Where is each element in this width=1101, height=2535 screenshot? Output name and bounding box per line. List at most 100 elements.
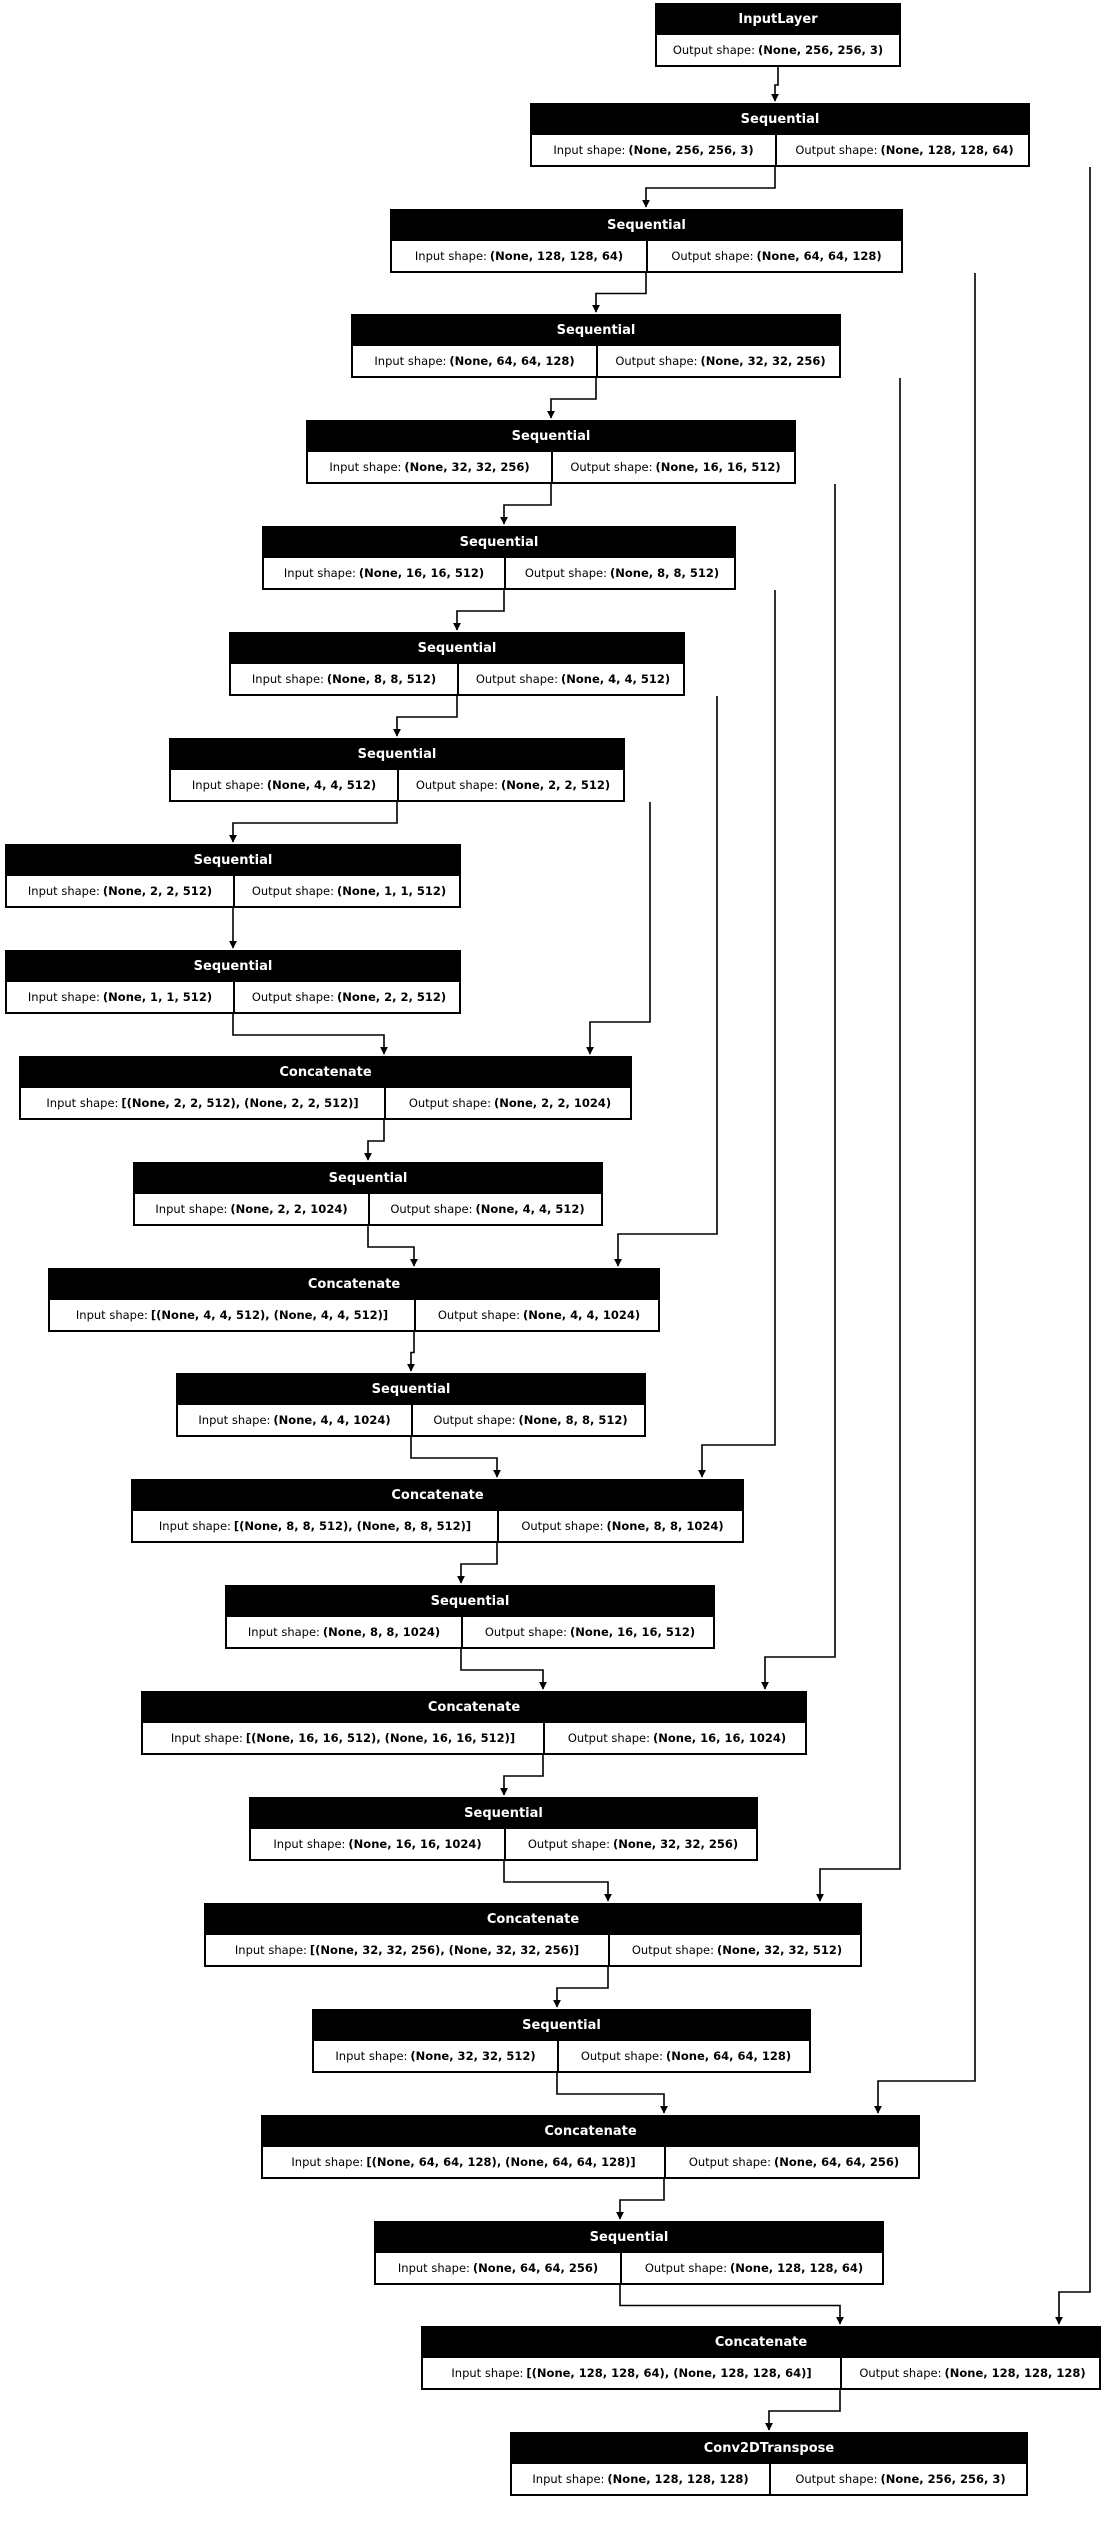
edge-path [229, 802, 398, 843]
input-shape-label: Input shape: [397, 2261, 470, 2275]
output-shape-cell: Output shape:(None, 32, 32, 512) [610, 1935, 864, 1965]
output-shape-label: Output shape: [859, 2366, 942, 2380]
layer-type-label: Sequential [532, 105, 1028, 135]
output-shape-value: (None, 16, 16, 512) [655, 460, 781, 474]
input-shape-label: Input shape: [75, 1308, 148, 1322]
edge-sequential [364, 1120, 385, 1161]
output-shape-cell: Output shape:(None, 128, 128, 128) [842, 2358, 1101, 2388]
output-shape-value: (None, 2, 2, 512) [501, 778, 611, 792]
edge-path [410, 1437, 501, 1478]
edge-sequential [765, 2390, 841, 2431]
layer-type-label: Sequential [231, 634, 683, 664]
output-shape-label: Output shape: [671, 249, 754, 263]
input-shape-label: Input shape: [553, 143, 626, 157]
output-shape-value: (None, 64, 64, 128) [666, 2049, 792, 2063]
output-shape-value: (None, 256, 256, 3) [880, 2472, 1006, 2486]
layer-type-label: Concatenate [21, 1058, 630, 1088]
output-shape-label: Output shape: [567, 1731, 651, 1745]
layer-type-label: Conv2DTranspose [512, 2434, 1026, 2464]
input-shape-cell: Input shape:(None, 1, 1, 512) [7, 982, 235, 1012]
edge-sequential [410, 1437, 501, 1478]
output-shape-cell: Output shape:(None, 2, 2, 512) [399, 770, 627, 800]
input-shape-cell: Input shape:[(None, 4, 4, 512), (None, 4… [50, 1300, 416, 1330]
output-shape-cell: Output shape:(None, 64, 64, 256) [666, 2147, 922, 2177]
output-shape-cell: Output shape:(None, 16, 16, 512) [463, 1617, 717, 1647]
edge-sequential [500, 484, 552, 525]
output-shape-value: (None, 4, 4, 512) [561, 672, 671, 686]
input-shape-value: (None, 16, 16, 1024) [348, 1837, 482, 1851]
output-shape-cell: Output shape:(None, 64, 64, 128) [648, 241, 905, 271]
output-shape-value: (None, 8, 8, 512) [610, 566, 720, 580]
output-shape-value: (None, 32, 32, 256) [613, 1837, 739, 1851]
layer-shape-row: Input shape:(None, 32, 32, 512)Output sh… [314, 2041, 809, 2071]
output-shape-cell: Output shape:(None, 32, 32, 256) [506, 1829, 760, 1859]
layer-shape-row: Input shape:(None, 1, 1, 512)Output shap… [7, 982, 459, 1012]
layer-type-label: Concatenate [50, 1270, 658, 1300]
input-shape-label: Input shape: [251, 672, 324, 686]
edge-sequential [503, 1861, 612, 1902]
output-shape-label: Output shape: [644, 2261, 728, 2275]
input-shape-cell: Input shape:[(None, 128, 128, 64), (None… [423, 2358, 842, 2388]
output-shape-cell: Output shape:(None, 16, 16, 512) [553, 452, 798, 482]
input-shape-label: Input shape: [335, 2049, 408, 2063]
layer-shape-row: Output shape:(None, 256, 256, 3) [657, 35, 899, 65]
input-shape-value: [(None, 2, 2, 512), (None, 2, 2, 512)] [121, 1096, 359, 1110]
output-shape-cell: Output shape:(None, 1, 1, 512) [235, 876, 463, 906]
output-shape-cell: Output shape:(None, 4, 4, 512) [459, 664, 687, 694]
layer-type-label: Sequential [7, 952, 459, 982]
layer-shape-row: Input shape:[(None, 8, 8, 512), (None, 8… [133, 1511, 742, 1541]
input-shape-cell: Input shape:(None, 64, 64, 256) [376, 2253, 622, 2283]
output-shape-label: Output shape: [521, 1519, 604, 1533]
input-shape-value: (None, 128, 128, 64) [489, 249, 624, 263]
edge-path [614, 696, 718, 1267]
edge-sequential [229, 802, 398, 843]
input-shape-value: [(None, 16, 16, 512), (None, 16, 16, 512… [245, 1731, 516, 1745]
output-shape-value: (None, 2, 2, 1024) [494, 1096, 612, 1110]
edge-path [393, 696, 458, 737]
layer-shape-row: Input shape:[(None, 4, 4, 512), (None, 4… [50, 1300, 658, 1330]
input-shape-cell: Input shape:(None, 2, 2, 512) [7, 876, 235, 906]
input-shape-value: (None, 4, 4, 512) [266, 778, 377, 792]
input-shape-label: Input shape: [532, 2472, 605, 2486]
edge-path [503, 1861, 612, 1902]
edge-skip-connection [816, 378, 901, 1902]
output-shape-label: Output shape: [570, 460, 653, 474]
input-shape-label: Input shape: [374, 354, 447, 368]
edge-skip-connection [761, 484, 836, 1690]
layer-type-label: Sequential [308, 422, 794, 452]
output-shape-cell: Output shape:(None, 128, 128, 64) [622, 2253, 886, 2283]
output-shape-value: (None, 32, 32, 512) [717, 1943, 843, 1957]
edge-sequential [232, 1014, 388, 1055]
layer-shape-row: Input shape:[(None, 128, 128, 64), (None… [423, 2358, 1099, 2388]
edge-path [453, 590, 505, 631]
input-shape-cell: Input shape:(None, 4, 4, 1024) [178, 1405, 413, 1435]
edge-sequential [592, 273, 647, 313]
output-shape-value: (None, 128, 128, 64) [730, 2261, 864, 2275]
output-shape-label: Output shape: [524, 566, 608, 580]
input-shape-cell: Input shape:(None, 32, 32, 256) [308, 452, 553, 482]
